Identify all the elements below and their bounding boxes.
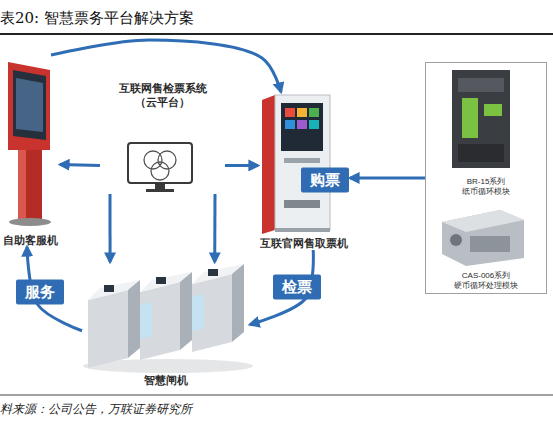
platform-box: 互联网售检票系统 （云平台） <box>100 82 225 194</box>
machine-side <box>262 95 275 234</box>
machine-front <box>275 95 330 230</box>
caption-rule <box>0 395 553 396</box>
kiosk-base <box>9 218 51 226</box>
gate-node: 智慧闸机 <box>82 262 250 387</box>
module-green <box>484 104 502 116</box>
machine-base <box>275 228 330 232</box>
cabinet-side <box>128 280 140 358</box>
cabinet-side <box>180 272 192 350</box>
flow-arrow <box>51 40 281 92</box>
gate-cabinet <box>88 280 140 368</box>
flow-badge: 服务 <box>16 280 64 305</box>
cabinet-front <box>88 290 128 368</box>
coin-wheel <box>450 234 462 246</box>
kiosk-head <box>8 62 50 150</box>
flow-arrow <box>60 164 100 165</box>
kiosk-screen <box>13 70 46 140</box>
flow-arrow <box>109 194 112 262</box>
flow-arrow <box>213 194 216 262</box>
gate-screen <box>208 269 218 276</box>
flow-badge: 购票 <box>301 168 349 193</box>
title-rule <box>0 33 553 35</box>
module-part <box>458 78 504 92</box>
gate-screen <box>104 285 114 292</box>
ticket-machine-illustration <box>262 95 330 234</box>
kiosk-node: 自助客服机 <box>0 55 60 247</box>
gate-screen <box>156 277 166 284</box>
module-top <box>442 210 524 232</box>
ticket-slot <box>284 200 320 208</box>
module-box: BR-15系列 纸币循环模块 <box>428 65 544 197</box>
figure-title: 表20: 智慧票务平台解决方案 <box>0 9 194 28</box>
module-part <box>458 144 504 162</box>
screen-tile <box>285 120 295 129</box>
screen-tile <box>309 108 319 117</box>
screen-tile <box>309 120 319 129</box>
source-caption: 料来源：公司公告，万联证券研究所 <box>0 401 192 418</box>
screen-tile <box>297 108 307 117</box>
module-part <box>470 236 510 252</box>
gate-illustration <box>83 264 253 373</box>
monitor-frame <box>128 143 192 183</box>
coin-module-illustration <box>442 210 524 266</box>
kiosk-illustration <box>8 62 51 226</box>
flow-arrow <box>350 176 425 179</box>
module-green <box>462 98 478 138</box>
screen-tile <box>297 120 307 129</box>
module-panel: BR-15系列 纸币循环模块 CAS-006系列 硬币循环处理模块 <box>425 62 547 294</box>
note-module-illustration <box>452 70 510 168</box>
kiosk-stand <box>18 150 42 220</box>
node-label: 互联官网售取票机 <box>260 237 348 250</box>
node-label: BR-15系列 纸币循环模块 <box>451 177 521 197</box>
module-body <box>452 70 510 168</box>
module-body <box>442 210 524 266</box>
node-label: CAS-006系列 硬币循环处理模块 <box>451 271 521 291</box>
node-label: 互联网售检票系统 （云平台） <box>100 82 225 110</box>
node-label: 自助客服机 <box>3 234 58 247</box>
module-box: CAS-006系列 硬币循环处理模块 <box>428 201 544 291</box>
screen-tile <box>285 108 295 117</box>
cabinet-side <box>232 264 244 342</box>
kiosk-screen-glow <box>16 78 43 132</box>
monitor-neck <box>155 183 165 189</box>
machine-screen <box>281 103 323 151</box>
monitor-foot <box>146 189 174 192</box>
flow-arrow <box>225 164 258 167</box>
venn-circle <box>151 162 169 180</box>
flow-badge: 检票 <box>273 275 321 300</box>
platform-icon <box>128 143 192 192</box>
kiosk-stand-edge <box>18 150 26 220</box>
card-slot <box>284 158 320 163</box>
node-label: 智慧闸机 <box>144 374 188 387</box>
